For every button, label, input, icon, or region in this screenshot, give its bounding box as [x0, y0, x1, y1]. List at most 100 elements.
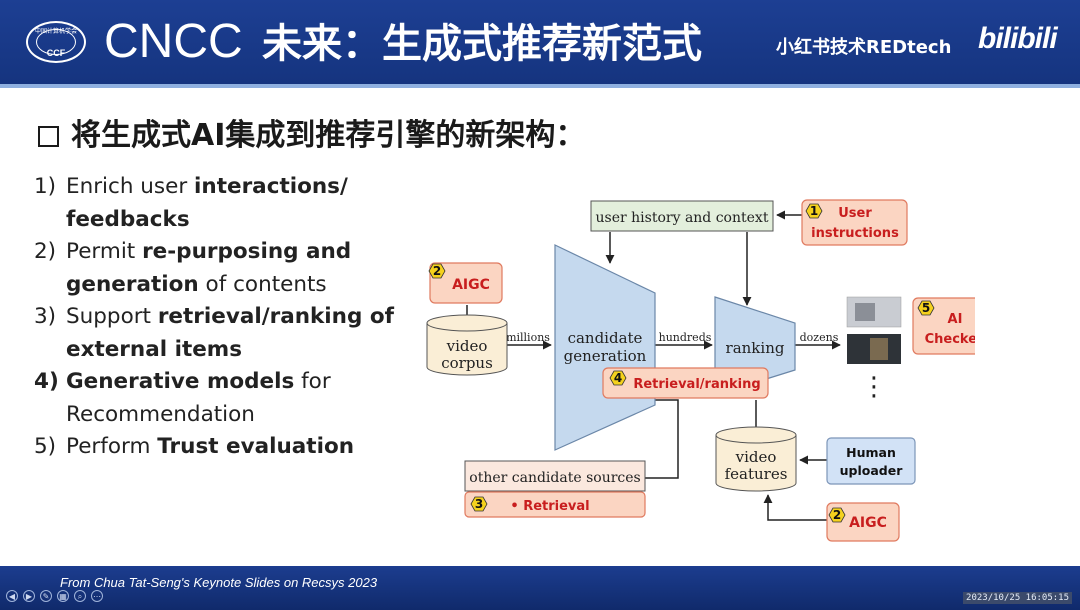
list-item-text: Perform	[66, 434, 158, 459]
badge-num-3: 3	[475, 497, 483, 511]
section-heading-text: 将生成式AI集成到推荐引擎的新架构：	[71, 118, 586, 153]
video-corpus-cylinder	[426, 314, 508, 376]
aigc-bottom-label: AIGC	[849, 515, 887, 531]
bilibili-watermark: bilibili	[978, 22, 1058, 55]
retrieval-badge	[464, 491, 646, 518]
list-item-line: Enrich user interactions/	[66, 171, 414, 204]
slide-footer: From Chua Tat-Seng's Keynote Slides on R…	[0, 566, 1080, 610]
brand-watermark: 小红书技术REDtech	[776, 37, 952, 58]
timestamp: 2023/10/25 16:05:15	[963, 592, 1072, 604]
user-instructions-badge	[801, 199, 908, 246]
feature-list: 1) Enrich user interactions/feedbacks 2)Pe…	[34, 171, 414, 464]
list-item-line: Perform Trust evaluation	[66, 431, 414, 464]
list-item-bold-text: retrieval/ranking of	[157, 304, 394, 329]
aigc-top-label: AIGC	[452, 277, 490, 293]
retrieval-ranking-label: Retrieval/ranking	[633, 377, 760, 392]
list-item-number: 1)	[34, 174, 57, 199]
video-features-label-2: features	[725, 465, 788, 483]
badge-hex-1	[805, 203, 823, 219]
candidate-generation-funnel	[554, 244, 656, 451]
dozens-label: dozens	[800, 331, 839, 344]
video-corpus-label-1: video	[446, 337, 488, 355]
video-corpus-label-2: corpus	[441, 354, 493, 372]
retrieval-label: • Retrieval	[510, 499, 589, 514]
human-uploader-box	[826, 437, 916, 485]
human-uploader-label-1: Human	[846, 445, 896, 460]
list-item-text: Permit	[66, 239, 143, 264]
list-item-bold-text: generation	[66, 271, 199, 297]
list-item-text: of contents	[198, 271, 327, 297]
list-item-text: Support	[66, 304, 158, 329]
aigc-top-badge	[429, 262, 503, 304]
prev-slide-icon[interactable]: ◀	[6, 590, 18, 602]
list-item-line: feedbacks	[66, 204, 414, 237]
next-slide-icon[interactable]: ▶	[23, 590, 35, 602]
section-heading: 将生成式AI集成到推荐引擎的新架构：	[38, 116, 585, 156]
slides-icon[interactable]: ▦	[57, 590, 69, 602]
zoom-icon[interactable]: ⌕	[74, 590, 86, 602]
badge-hex-2a	[428, 263, 446, 279]
list-item-bold-text: interactions/	[194, 174, 348, 199]
architecture-diagram: user history and context candidate gener…	[426, 199, 975, 542]
more-icon[interactable]: ⋯	[91, 590, 103, 602]
badge-hex-3	[470, 496, 488, 512]
credit-text: From Chua Tat-Seng's Keynote Slides on R…	[60, 575, 378, 590]
aigc-bottom-badge	[826, 502, 900, 542]
other-sources-box	[464, 460, 646, 492]
conference-name: CNCC	[104, 15, 243, 68]
line-other-sources-to-candidate	[645, 399, 679, 479]
list-item-bold-text: feedbacks	[66, 206, 190, 232]
slide-title: 未来：生成式推荐新范式	[262, 21, 702, 67]
ai-checker-label-1: AI	[948, 312, 963, 327]
badge-num-5: 5	[922, 301, 930, 315]
list-item-text: Enrich user	[66, 174, 195, 199]
list-item-line: generation of contents	[66, 269, 414, 302]
list-item-line: external items	[66, 334, 414, 367]
header-divider	[0, 84, 1080, 88]
pen-icon[interactable]: ✎	[40, 590, 52, 602]
candidate-label-1: candidate	[568, 329, 643, 347]
list-item: 1) Enrich user interactions/feedbacks	[34, 171, 414, 236]
retrieval-ranking-badge	[602, 367, 769, 399]
badge-num-2b: 2	[833, 508, 841, 522]
bullet-square-icon	[38, 125, 59, 147]
list-item-line: Permit re-purposing and	[66, 236, 414, 269]
user-instructions-label-2: instructions	[811, 226, 899, 241]
ccf-logo: 中国计算机学会 CCF	[26, 21, 86, 63]
list-item-line: Support retrieval/ranking of	[66, 301, 414, 334]
list-item-number: 4)	[34, 369, 59, 394]
list-item-bold-text: Generative models	[66, 369, 295, 394]
candidate-label-2: generation	[564, 347, 647, 365]
badge-hex-5	[917, 300, 935, 316]
list-item-text: for	[294, 369, 331, 394]
badge-num-4: 4	[614, 371, 622, 385]
ranking-label: ranking	[726, 339, 785, 357]
human-uploader-label-2: uploader	[840, 463, 904, 478]
ellipsis-dots: ⋮	[861, 372, 887, 402]
video-features-cylinder	[715, 426, 797, 492]
list-item-bold-text: Trust evaluation	[157, 434, 355, 459]
logo-bottom-text: CCF	[46, 48, 66, 58]
list-item-line: Recommendation	[66, 399, 414, 432]
list-item-text: Recommendation	[66, 401, 255, 427]
list-item-bold-text: external items	[66, 336, 243, 362]
other-sources-label: other candidate sources	[469, 470, 640, 486]
list-item-number: 3)	[34, 304, 57, 329]
slideshow-controls: ◀ ▶ ✎ ▦ ⌕ ⋯	[6, 590, 103, 602]
badge-hex-4	[609, 370, 627, 386]
user-history-label: user history and context	[596, 210, 769, 226]
badge-hex-2b	[828, 507, 846, 523]
list-item: 5) Perform Trust evaluation	[34, 431, 414, 464]
badge-num-2a: 2	[433, 264, 441, 278]
list-item-line: Generative models for	[66, 366, 414, 399]
millions-label: millions	[506, 331, 550, 344]
user-instructions-label-1: User	[838, 206, 872, 221]
list-item-number: 5)	[34, 434, 57, 459]
badge-num-1: 1	[810, 204, 818, 218]
slide-header: 中国计算机学会 CCF CNCC 未来：生成式推荐新范式 小红书技术REDtec…	[0, 0, 1080, 84]
video-features-label-1: video	[735, 448, 777, 466]
user-history-box	[590, 200, 774, 232]
